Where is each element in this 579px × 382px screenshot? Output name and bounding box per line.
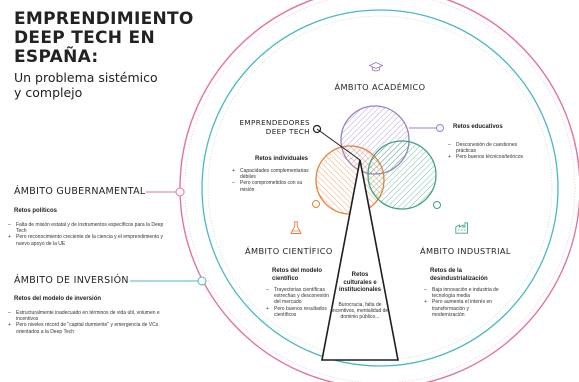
page-subtitle: Un problema sistémico y complejo	[14, 70, 214, 100]
list-item: –Estructuralmente inadecuado en términos…	[8, 310, 160, 323]
industrial-title: ÁMBITO INDUSTRIAL	[420, 246, 511, 256]
factory-icon	[455, 222, 468, 234]
list-item: –Desconexión de cuestiones prácticas	[448, 142, 518, 155]
outer-ring-gubernamental-inner	[184, 0, 576, 382]
node-inversion	[197, 276, 207, 286]
subtitle-line: y complejo	[14, 85, 83, 100]
emprendedores-title: EMPRENDEDORES DEEP TECH	[238, 118, 310, 136]
list-item: –Falta de misión estatal y de instrument…	[8, 222, 164, 235]
cientifico-list: –Trayectorias científicas estrechas y de…	[266, 287, 336, 318]
academico-list: –Desconexión de cuestiones prácticas +Pe…	[448, 142, 528, 161]
academico-heading: Retos educativos	[453, 124, 503, 130]
node-industrial	[433, 201, 441, 209]
title-line: DEEP TECH EN	[14, 28, 155, 48]
list-item: –Trayectorias científicas estrechas y de…	[266, 287, 330, 306]
culturales-heading: Retos culturales e institucionales	[334, 272, 386, 295]
inversion-heading: Retos del modelo de inversión	[14, 296, 102, 302]
page-title: EMPRENDIMIENTO DEEP TECH EN ESPAÑA:	[14, 10, 214, 67]
list-item: –Baja innovación e industria de tecnolog…	[424, 287, 499, 300]
flask-icon	[290, 221, 302, 234]
list-item: +Capacidades complementarias débiles	[232, 168, 309, 181]
gubernamental-heading: Retos políticos	[14, 208, 58, 214]
emprendedores-list: +Capacidades complementarias débiles –Pe…	[232, 168, 310, 193]
subtitle-line: Un problema sistémico	[14, 70, 158, 85]
cientifico-heading-line: Retos del modelo	[272, 268, 323, 274]
gubernamental-list: –Falta de misión estatal y de instrument…	[8, 222, 164, 247]
title-line: ESPAÑA:	[14, 47, 99, 67]
list-item: +Pero buenos resultados científicos	[266, 305, 327, 318]
list-item: +Pero niveles récord de "capital durmien…	[8, 322, 159, 335]
ring-inversion-inner	[207, 15, 553, 361]
culturales-heading-line: Retos	[351, 272, 369, 278]
industrial-list: –Baja innovación e industria de tecnolog…	[424, 287, 502, 318]
cientifico-title: ÁMBITO CIENTÍFICO	[245, 246, 333, 256]
culturales-heading-line: culturales e	[343, 279, 377, 286]
academico-title: ÁMBITO ACADÉMICO	[334, 82, 426, 92]
culturales-text: Burocracia, falta de incentivos, mentali…	[331, 302, 389, 321]
emprendedores-title-line: EMPRENDEDORES	[239, 118, 310, 127]
industrial-heading-line: desindustrialización	[430, 275, 488, 282]
mortarboard-icon	[369, 62, 383, 72]
emprendedores-title-line: DEEP TECH	[265, 127, 310, 136]
gubernamental-title: ÁMBITO GUBERNAMENTAL	[14, 186, 146, 197]
emprendedores-heading: Retos individuales	[254, 156, 308, 162]
inversion-title: ÁMBITO DE INVERSIÓN	[14, 275, 129, 286]
node-gubernamental	[175, 187, 185, 197]
list-item: +Pero reconocimiento creciente de la cie…	[8, 234, 164, 247]
spoke-emprendedores	[316, 128, 361, 161]
cientifico-heading-line: científico	[272, 275, 299, 282]
culturales-heading-line: institucionales	[338, 287, 381, 293]
list-item: +Pero aumenta el interés en transformaci…	[424, 299, 493, 318]
cientifico-heading: Retos del modelo científico	[272, 268, 322, 283]
inversion-list: –Estructuralmente inadecuado en términos…	[8, 310, 168, 335]
industrial-heading: Retos de la desindustrialización	[430, 268, 488, 283]
venn-industrial	[367, 140, 437, 210]
title-line: EMPRENDIMIENTO	[14, 9, 194, 29]
node-cientifico	[312, 200, 320, 208]
list-item: +Pero buenos técnicos/teóricos	[448, 154, 523, 161]
industrial-heading-line: Retos de la	[430, 268, 463, 274]
node-academico	[436, 124, 444, 132]
triangle-culturales	[321, 159, 399, 361]
ring-inversion	[201, 9, 559, 367]
list-item: –Pero comprometidos con su misión	[232, 180, 303, 193]
